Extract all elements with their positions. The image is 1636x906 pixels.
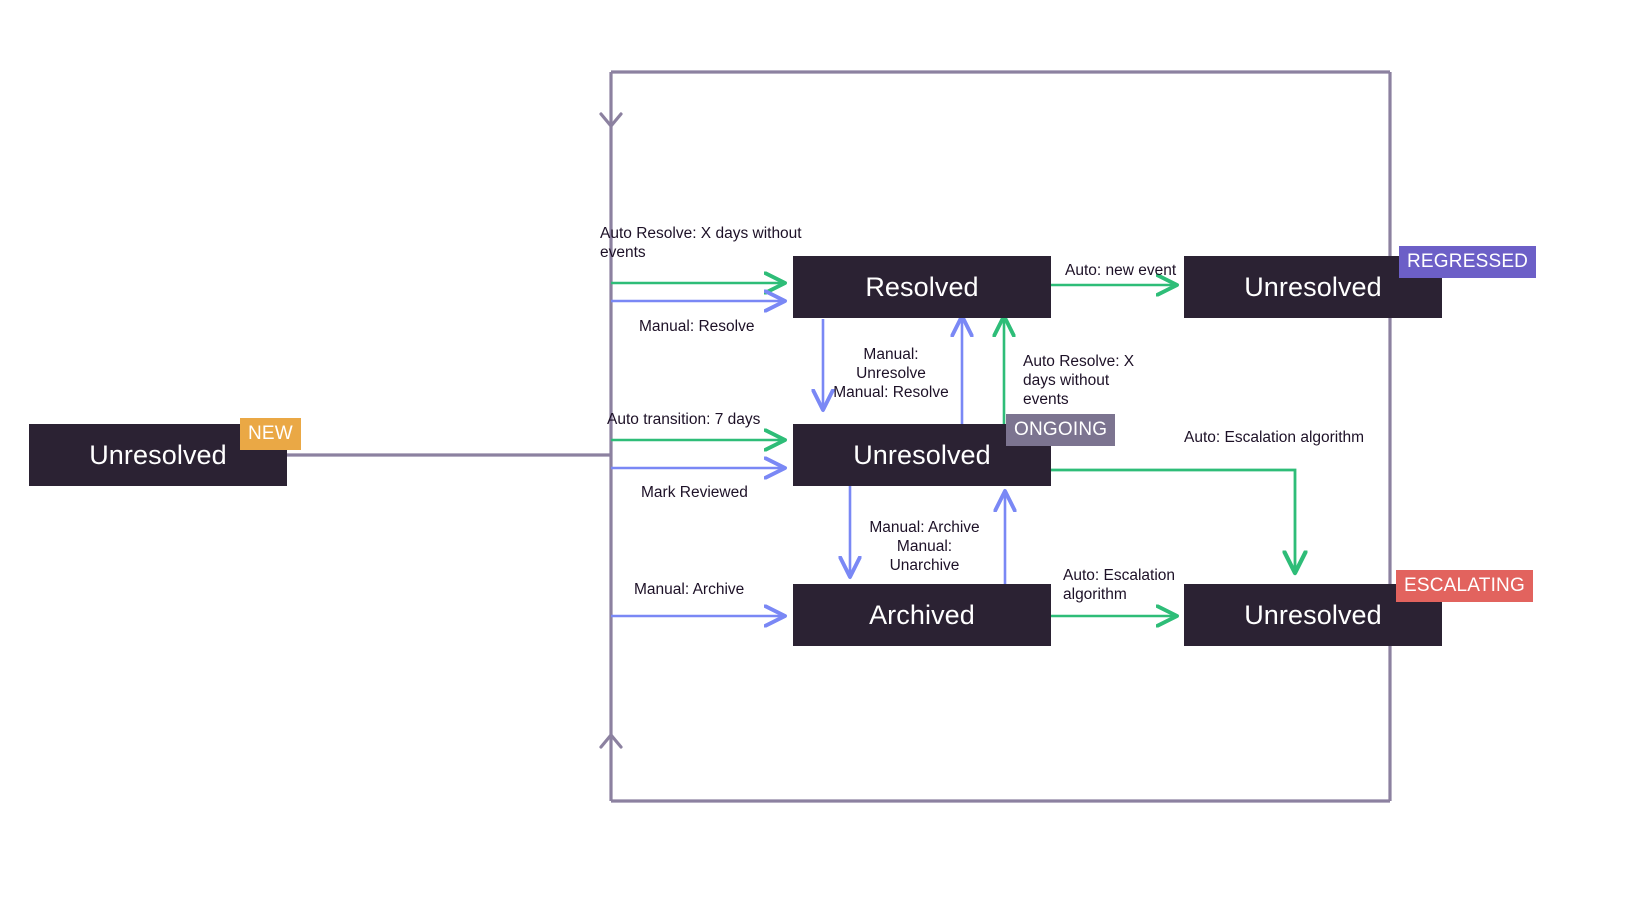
node-new-unresolved[interactable]: Unresolved xyxy=(29,424,287,486)
badge-label: REGRESSED xyxy=(1407,251,1529,272)
edge-label-auto-resolve-x-days: Auto Resolve: X days without events xyxy=(600,225,802,261)
edge-label-manual-unresolve-resolve: Manual: Unresolve Manual: Resolve xyxy=(833,346,949,401)
node-escalating-unresolved[interactable]: Unresolved xyxy=(1184,584,1442,646)
badge-label: ESCALATING xyxy=(1404,575,1525,596)
edge-label-auto-new-event: Auto: new event xyxy=(1065,262,1177,279)
node-label: Unresolved xyxy=(89,439,227,470)
node-ongoing-unresolved[interactable]: Unresolved xyxy=(793,424,1051,486)
status-badge-regressed: REGRESSED xyxy=(1399,246,1537,278)
status-badge-new: NEW xyxy=(240,418,301,450)
edge-label-manual-resolve: Manual: Resolve xyxy=(639,318,755,335)
edge-label-auto-escalation-bottom: Auto: Escalation algorithm xyxy=(1063,567,1176,603)
edge-label-mark-reviewed: Mark Reviewed xyxy=(641,484,748,501)
node-resolved[interactable]: Resolved xyxy=(793,256,1051,318)
edge-label-auto-transition-7-days: Auto transition: 7 days xyxy=(607,411,761,428)
node-label: Archived xyxy=(869,599,975,630)
node-label: Unresolved xyxy=(1244,271,1382,302)
status-badge-escalating: ESCALATING xyxy=(1396,570,1533,602)
badge-label: ONGOING xyxy=(1014,419,1108,440)
node-label: Unresolved xyxy=(1244,599,1382,630)
node-label: Unresolved xyxy=(853,439,991,470)
edge-label-manual-archive-left: Manual: Archive xyxy=(634,581,745,598)
edge-label-auto-escalation-top: Auto: Escalation algorithm xyxy=(1184,429,1365,446)
badge-label: NEW xyxy=(248,423,293,444)
status-badge-ongoing: ONGOING xyxy=(1006,414,1116,446)
edge-label-auto-resolve-x-days-up: Auto Resolve: X days without events xyxy=(1023,353,1135,408)
edge-label-manual-archive-unarchive: Manual: Archive Manual: Unarchive xyxy=(869,519,980,574)
node-label: Resolved xyxy=(865,271,979,302)
node-archived[interactable]: Archived xyxy=(793,584,1051,646)
